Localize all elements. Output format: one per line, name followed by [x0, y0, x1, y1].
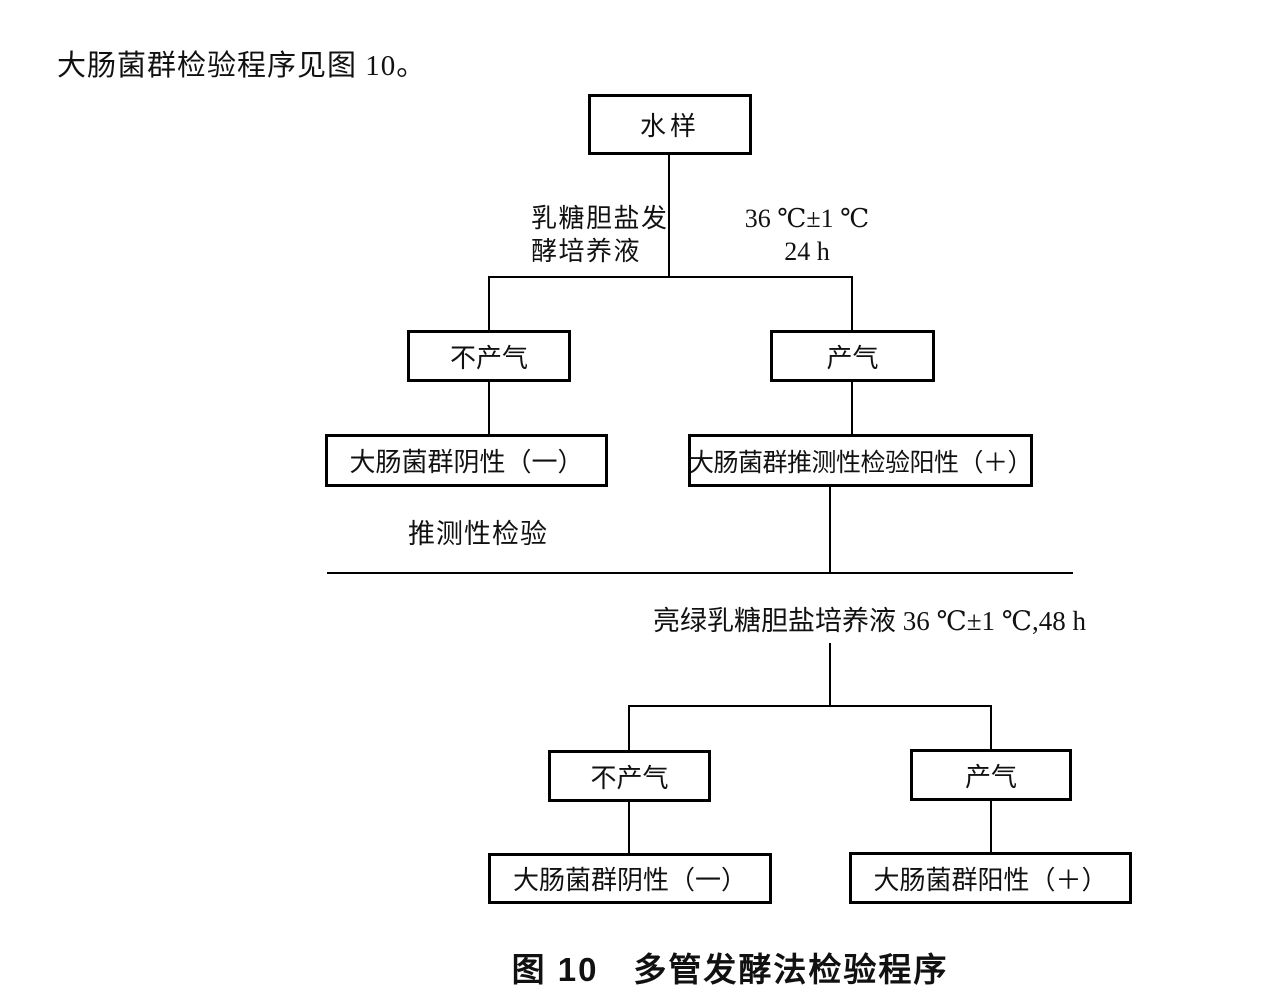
condition-label: 36 ℃±1 ℃ 24 h: [712, 202, 902, 268]
connector-split-2: [628, 705, 992, 707]
connector-branch-left-1: [488, 276, 490, 332]
connector-gas1-presumptive: [851, 382, 853, 436]
stage-divider-line: [327, 572, 1073, 574]
node-negative-1: 大肠菌群阴性（一）: [325, 434, 608, 487]
intro-text: 大肠菌群检验程序见图 10。: [57, 50, 427, 82]
medium-label: 乳糖胆盐发 酵培养液: [531, 202, 669, 268]
confirm-medium-label: 亮绿乳糖胆盐培养液 36 ℃±1 ℃,48 h: [653, 606, 1086, 636]
connector-stem-top: [668, 155, 670, 278]
condition-label-line2: 24 h: [784, 237, 830, 266]
node-gas-2: 产气: [910, 749, 1072, 801]
connector-branch-right-1: [851, 276, 853, 332]
medium-label-line1: 乳糖胆盐发: [531, 204, 669, 233]
node-gas-1: 产气: [770, 330, 935, 382]
node-negative-2: 大肠菌群阴性（一）: [488, 853, 772, 904]
connector-split-1: [488, 276, 853, 278]
connector-confirm-stem: [829, 643, 831, 707]
connector-branch-right-2: [990, 705, 992, 751]
connector-nogas1-negative1: [488, 382, 490, 436]
connector-gas2-positive2: [990, 801, 992, 853]
node-positive-2: 大肠菌群阳性（＋）: [849, 852, 1132, 904]
stage-label: 推测性检验: [408, 519, 548, 549]
figure-caption: 图 10 多管发酵法检验程序: [511, 951, 949, 988]
connector-nogas2-negative2: [628, 802, 630, 854]
node-presumptive-positive: 大肠菌群推测性检验阳性（＋）: [688, 434, 1033, 487]
node-no-gas-2: 不产气: [548, 750, 711, 802]
node-water-sample: 水样: [588, 94, 752, 155]
node-no-gas-1: 不产气: [407, 330, 571, 382]
connector-branch-left-2: [628, 705, 630, 751]
condition-label-line1: 36 ℃±1 ℃: [744, 204, 870, 233]
connector-presumptive-divider: [829, 487, 831, 574]
medium-label-line2: 酵培养液: [531, 237, 642, 266]
